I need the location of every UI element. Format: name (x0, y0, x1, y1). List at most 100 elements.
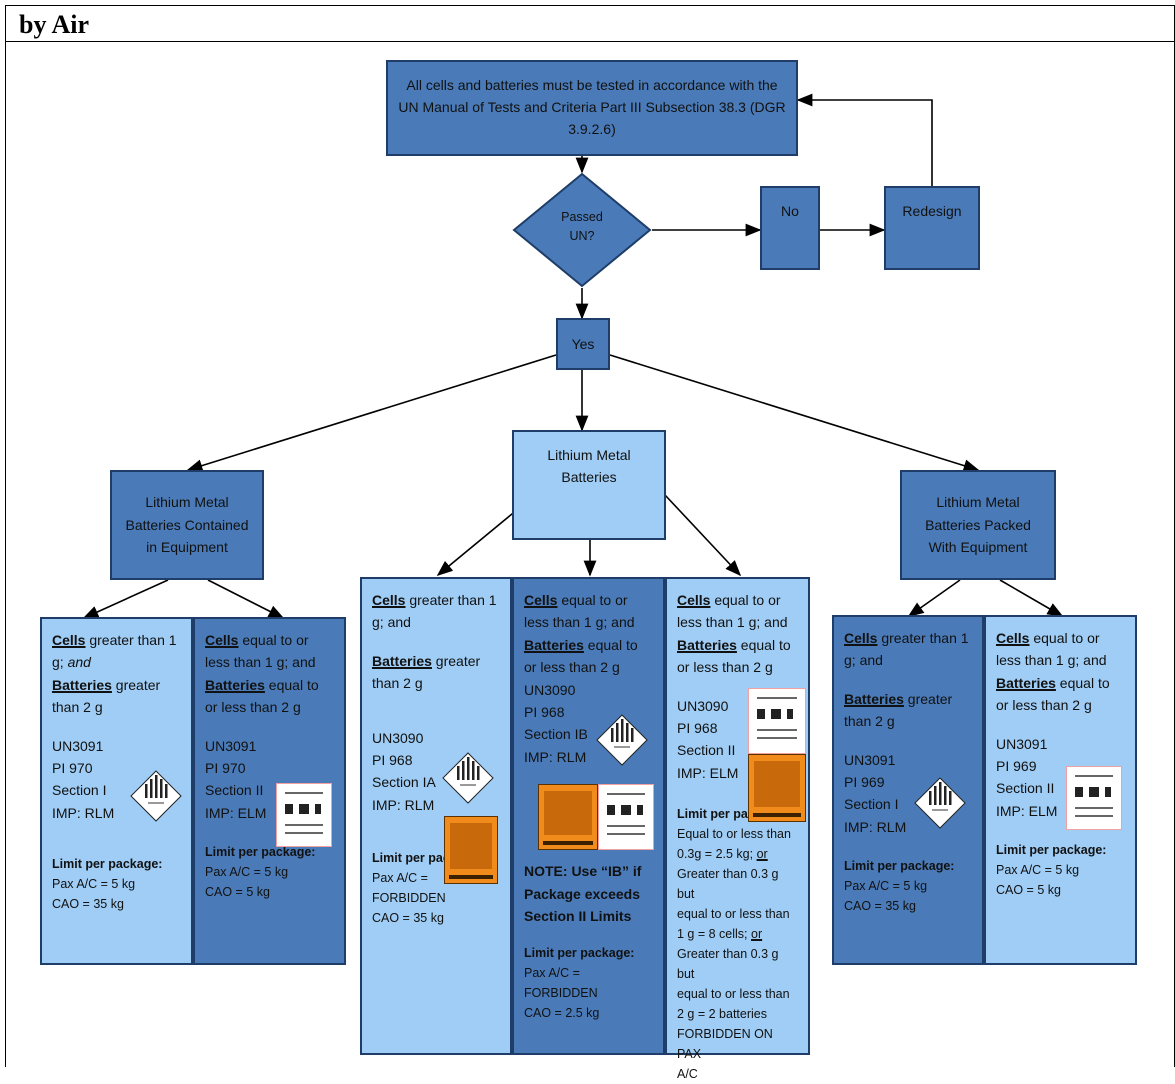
limit-line: Greater than 0.3 g but (677, 947, 779, 982)
lithium-battery-handling-label-icon (598, 784, 654, 850)
limit-cao: CAO = 35 kg (52, 897, 124, 912)
lithium-battery-handling-label-icon (748, 688, 806, 754)
limit-title: Limit per package: (996, 843, 1107, 858)
limit-line: Greater than 0.3 g but (677, 867, 779, 902)
limit-line: 1 g = 8 cells; (677, 927, 751, 942)
un-number: UN3091 (52, 737, 104, 754)
or-word: or (756, 847, 768, 862)
panel-packed-section-1: Cells greater than 1 g; and Batteries gr… (832, 615, 984, 965)
imp-code: IMP: RLM (372, 796, 435, 813)
cells-heading: Cells (677, 592, 711, 608)
and-word: and (67, 654, 91, 671)
limit-line: 0.3g = 2.5 kg; (677, 847, 757, 862)
cells-heading: Cells (372, 592, 406, 608)
testing-requirement-box: All cells and batteries must be tested i… (386, 60, 798, 156)
no-box: No (760, 186, 820, 270)
section-label: Section II (677, 742, 736, 759)
decision-label-line2: UN? (569, 228, 595, 243)
limit-pax: Pax A/C = 5 kg (996, 863, 1080, 878)
lithium-battery-handling-label-icon (1066, 766, 1122, 830)
cells-criteria: equal to or less than 1 g; and (524, 592, 635, 631)
packing-instruction: PI 969 (996, 757, 1037, 774)
limit-line: 2 g = 2 batteries (677, 1007, 767, 1022)
limit-line: equal to or less than (677, 907, 790, 922)
category-packed-label: Lithium Metal Batteries Packed With Equi… (925, 494, 1031, 556)
category-batteries-label: Lithium Metal Batteries (547, 447, 631, 486)
limit-title: Limit per package: (205, 845, 316, 860)
batteries-criteria: equal to or less than 2 g (677, 636, 791, 676)
section-label: Section II (205, 782, 264, 799)
packing-instruction: PI 969 (844, 773, 885, 790)
redesign-box: Redesign (884, 186, 980, 270)
imp-code: IMP: RLM (844, 818, 907, 835)
un-number: UN3090 (524, 681, 576, 698)
category-contained-label: Lithium Metal Batteries Contained in Equ… (125, 494, 249, 556)
yes-box: Yes (556, 318, 610, 370)
cells-criteria: equal to or less than 1 g; and (677, 592, 788, 631)
arrow-yes-to-contained (186, 354, 557, 472)
limit-title: Limit per package: (52, 857, 163, 872)
limit-pax: Pax A/C = 5 kg (52, 877, 136, 892)
lithium-battery-handling-label-icon (276, 783, 332, 847)
un-number: UN3091 (996, 735, 1048, 752)
redesign-label: Redesign (902, 203, 962, 219)
arrow-contained-to-s2 (207, 579, 285, 619)
limit-line: Equal to or less than (677, 827, 791, 842)
cells-heading: Cells (205, 632, 239, 648)
limit-title: Limit per package: (844, 859, 955, 874)
class-9-hazard-label-icon (914, 777, 966, 829)
limit-cao: CAO = 5 kg (996, 883, 1061, 898)
limit-title: Limit per package: (524, 946, 635, 961)
batteries-heading: Batteries (844, 690, 904, 707)
limit-line: equal to or less than (677, 987, 790, 1002)
page-header: by Air (5, 5, 1175, 42)
batteries-criteria: equal to or less than 2 g (205, 676, 319, 716)
limit-line: FORBIDDEN ON PAX (677, 1027, 773, 1062)
cargo-aircraft-only-label-icon (444, 816, 498, 884)
limit-pax: Pax A/C = FORBIDDEN (524, 966, 598, 1001)
arrow-yes-to-packed (609, 354, 980, 472)
testing-requirement-text: All cells and batteries must be tested i… (398, 77, 786, 137)
limit-cao: CAO = 35 kg (844, 899, 916, 914)
page-title: by Air (19, 10, 90, 39)
cargo-aircraft-only-label-icon (538, 784, 598, 850)
batteries-heading: Batteries (205, 676, 265, 693)
batteries-heading: Batteries (372, 652, 432, 669)
cells-heading: Cells (844, 630, 878, 646)
cells-criteria: greater than 1 g; (52, 632, 177, 671)
batteries-criteria: greater than 2 g (52, 676, 161, 716)
arrow-redesign-to-top (796, 93, 933, 186)
imp-code: IMP: ELM (205, 804, 267, 821)
decision-diamond (512, 172, 652, 288)
batteries-heading: Batteries (52, 676, 112, 693)
category-packed-with-equipment: Lithium Metal Batteries Packed With Equi… (900, 470, 1056, 580)
cells-heading: Cells (524, 592, 558, 608)
cells-heading: Cells (52, 632, 86, 648)
un-number: UN3090 (372, 729, 424, 746)
limit-pax: Pax A/C = 5 kg (205, 865, 289, 880)
cells-criteria: greater than 1 g; and (372, 592, 497, 631)
arrow-packed-to-s2 (999, 579, 1064, 617)
class-9-hazard-label-icon (130, 770, 182, 822)
limit-pax: Pax A/C = 5 kg (844, 879, 928, 894)
cargo-aircraft-only-label-icon (748, 754, 806, 822)
batteries-heading: Batteries (524, 636, 584, 653)
limit-pax-value: FORBIDDEN (372, 891, 446, 906)
batteries-criteria: greater than 2 g (844, 690, 953, 730)
batteries-heading: Batteries (677, 636, 737, 653)
batteries-criteria: equal to or less than 2 g (524, 636, 638, 676)
imp-code: IMP: RLM (52, 804, 115, 821)
section-label: Section IA (372, 774, 436, 791)
no-label: No (781, 203, 799, 219)
packing-instruction: PI 970 (205, 759, 246, 776)
un-number: UN3091 (844, 751, 896, 768)
limit-cao: CAO = 2.5 kg (524, 1006, 600, 1021)
decision-label-line1: Passed (561, 210, 603, 224)
un-number: UN3091 (205, 737, 257, 754)
arrow-packed-to-s1 (907, 579, 961, 617)
packing-instruction: PI 968 (372, 751, 413, 768)
limit-pax: Pax A/C = (372, 871, 428, 886)
imp-code: IMP: RLM (524, 748, 587, 765)
or-word: or (751, 927, 763, 942)
